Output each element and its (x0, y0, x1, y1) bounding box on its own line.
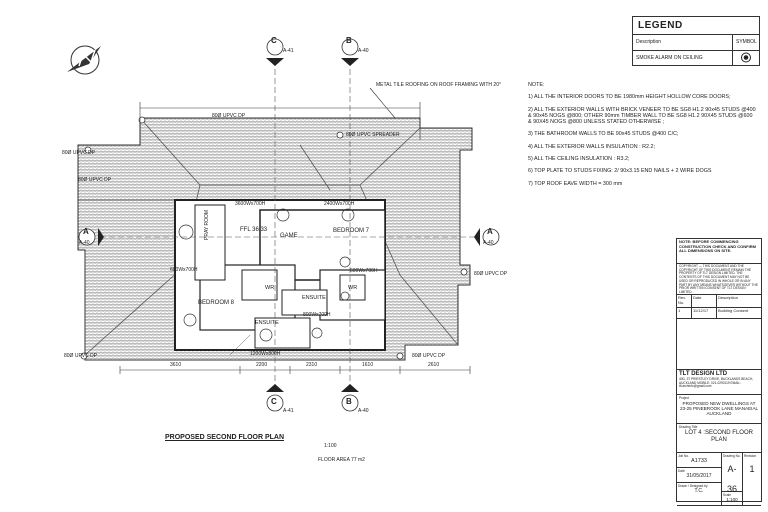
legend-col-symbol: SYMBOL (736, 39, 757, 45)
tb-dwg-head: Drawing No. (723, 454, 741, 458)
room-pray: PRAY ROOM (204, 209, 210, 240)
dim-3: 2310 (306, 362, 318, 368)
section-letter-b-bottom: B (346, 397, 352, 406)
legend-col-description: Description (633, 35, 733, 50)
section-letter-b: B (346, 36, 352, 45)
tb-revision-head: Revision (744, 454, 757, 458)
dim-2: 2200 (256, 362, 268, 368)
floor-area-label: FLOOR AREA 77 m2 (318, 457, 365, 463)
section-sheet-b-bottom: A-40 (358, 408, 369, 414)
dp-label-3: 80Ø UPVC DP (474, 271, 508, 277)
plan-scale: 1:100 (324, 443, 337, 449)
room-game: GAME (280, 233, 298, 239)
window-w31: 3600Wx700H (235, 201, 266, 207)
tb-project-head: Project (679, 396, 689, 400)
section-sheet-a-left: A-40 (79, 240, 90, 246)
room-ensuite-1: ENSUITE (302, 295, 326, 301)
section-sheet-a-right: A-40 (483, 240, 494, 246)
dim-4: 1610 (362, 362, 374, 368)
room-bedroom-7: BEDROOM 7 (333, 228, 370, 234)
tb-scale-head: Scale (723, 493, 731, 497)
plan-title: PROPOSED SECOND FLOOR PLAN (165, 434, 285, 441)
tb-rev-no: 1 (677, 308, 692, 318)
note-item: 3) THE BATHROOM WALLS TO BE 90x45 STUDS … (528, 131, 679, 138)
tb-company-sub: 40D, 37 PRIESTLEY DRIVE, BUCKLANDS BEACH… (679, 377, 754, 389)
legend-table: LEGEND Description SYMBOL SMOKE ALARM ON… (632, 16, 760, 66)
section-sheet-c: A-41 (283, 48, 294, 54)
dp-label-1: 80Ø UPVC DP (212, 113, 246, 119)
tb-date-label: Date (678, 469, 685, 473)
note-item: 1) ALL THE INTERIOR DOORS TO BE 1980mm H… (528, 94, 731, 101)
note-item: 4) ALL THE EXTERIOR WALLS INSULATION : R… (528, 143, 656, 150)
window-w36: 1200Wx800H (250, 351, 281, 357)
window-w35: 600Wx700H (350, 268, 378, 274)
tb-drawn: T.C. (694, 487, 704, 494)
tb-date: 31/05/2017 (686, 472, 712, 479)
section-sheet-b: A-40 (358, 48, 369, 54)
legend-title: LEGEND (633, 17, 759, 35)
tb-job-head: Job No. (678, 454, 689, 458)
note-item: 5) ALL THE CEILING INSULATION : R3.2; (528, 156, 630, 163)
tb-note: NOTE: BEFORE COMMENCING CONSTRUCTION CHE… (677, 239, 761, 264)
title-block: NOTE: BEFORE COMMENCING CONSTRUCTION CHE… (676, 238, 762, 506)
tb-drawing-head: Drawing Title (679, 425, 698, 429)
note-item: 2) ALL THE EXTERIOR WALLS WITH BRICK VEN… (528, 106, 756, 126)
roof-hip-lines (78, 117, 459, 356)
dim-5: 2610 (428, 362, 440, 368)
room-wr-2: WR (348, 285, 358, 291)
section-letter-c: C (271, 36, 277, 45)
tb-date-head: Date (692, 295, 717, 307)
room-ensuite-2: ENSUITE (255, 320, 279, 326)
section-letter-c-bottom: C (271, 397, 277, 406)
dp-label-6: 80Ø UPVC DP (78, 177, 112, 183)
tb-copyright: COPYRIGHT — THIS DOCUMENT AND THE COPYRI… (677, 264, 761, 295)
tb-company: TLT DESIGN LTD (679, 371, 728, 377)
section-letter-a-right: A (487, 227, 493, 236)
tb-rev-head: Rev. No. (677, 295, 692, 307)
tb-revision: 1 (749, 463, 755, 474)
tb-project: PROPOSED NEW DWELLINGS AT 23-25 PINEBROO… (679, 400, 759, 416)
section-letter-a-left: A (83, 227, 89, 236)
window-w33: 2400Wx700H (324, 201, 355, 207)
dp-label-4: 80Ø UPVC DP (64, 353, 98, 359)
note-item: 7) TOP ROOF EAVE WIDTH = 300 mm (528, 180, 623, 187)
tb-drawn-head: Drawn / Designed by (678, 484, 708, 488)
section-sheet-c-bottom: A-41 (283, 408, 294, 414)
room-wr-1: WR (265, 285, 275, 291)
tb-desc-head: Description (718, 295, 739, 300)
dp-label-5: 80Ø UPVC DP (412, 353, 446, 359)
dim-1: 3610 (170, 362, 182, 368)
north-arrow-icon (67, 45, 101, 75)
dp-label-2: 80Ø UPVC DP (62, 150, 96, 156)
notes-heading: NOTE: (528, 82, 545, 88)
window-w37: 800Wx700H (303, 312, 331, 318)
tb-job: A1733 (691, 457, 707, 464)
tb-scale: 1:100 (726, 496, 738, 502)
room-bedroom-8: BEDROOM 8 (198, 300, 235, 306)
window-w34: 600Wx700H (170, 267, 198, 273)
roof-note: METAL TILE ROOFING ON ROOF FRAMING WITH … (376, 82, 501, 88)
notes-block: NOTE: 1) ALL THE INTERIOR DOORS TO BE 19… (528, 82, 756, 193)
legend-row-description: SMOKE ALARM ON CEILING (633, 51, 733, 66)
spreader-label: 80Ø UPVC SPREADER (346, 132, 400, 138)
smoke-alarm-icon (741, 52, 751, 63)
tb-rev-desc: Building Consent (718, 308, 749, 313)
ffl-label: FFL 36.33 (240, 227, 268, 233)
tb-dwg: A-36 (726, 463, 737, 494)
tb-rev-date: 11/12/17 (692, 308, 717, 318)
note-item: 6) TOP PLATE TO STUDS FIXING: 2/ 90x3.15… (528, 168, 712, 175)
tb-drawing: LOT 4 :SECOND FLOOR PLAN (685, 429, 753, 443)
